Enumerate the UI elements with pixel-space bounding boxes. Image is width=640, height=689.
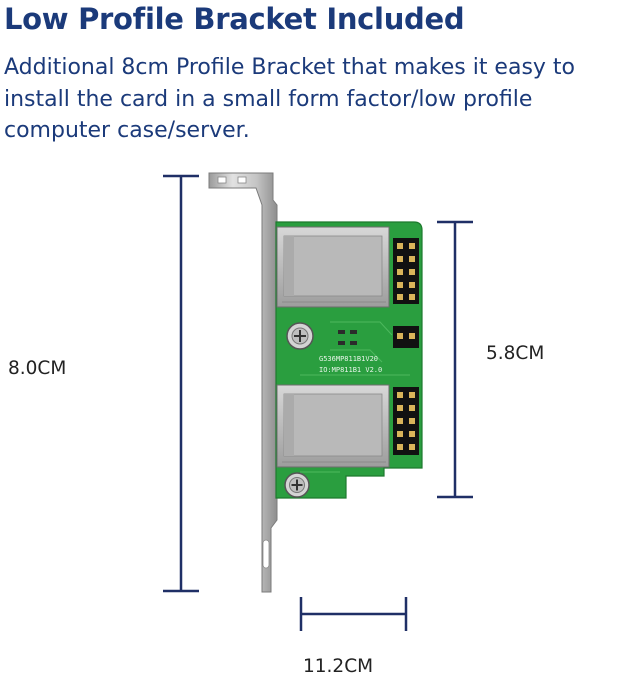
- smd-components: [338, 330, 357, 345]
- screw-top: [286, 322, 314, 350]
- card-height-label: 5.8CM: [486, 343, 545, 364]
- card-width-label: 11.2CM: [303, 656, 374, 677]
- product-description: Additional 8cm Profile Bracket that make…: [4, 55, 576, 143]
- pcb-silkscreen-line1: G536MP811B1V20: [319, 355, 378, 363]
- ethernet-port-top: [276, 226, 390, 308]
- page-title: Low Profile Bracket Included: [4, 2, 465, 36]
- card-width-dimension-line: [299, 597, 408, 631]
- bracket-height-dimension-line: [163, 174, 199, 593]
- pin-header-bottom: [393, 387, 419, 455]
- screw-bottom: [284, 472, 310, 498]
- low-profile-bracket: [208, 172, 278, 593]
- jumper-header: [393, 326, 419, 348]
- bracket-height-label: 8.0CM: [8, 358, 67, 379]
- pcb-traces: [300, 321, 410, 473]
- pcb-silkscreen-line2: IO:MP811B1 V2.0: [319, 366, 382, 374]
- pin-header-top: [393, 238, 419, 304]
- ethernet-port-bottom: [276, 384, 390, 468]
- card-height-dimension-line: [437, 220, 473, 499]
